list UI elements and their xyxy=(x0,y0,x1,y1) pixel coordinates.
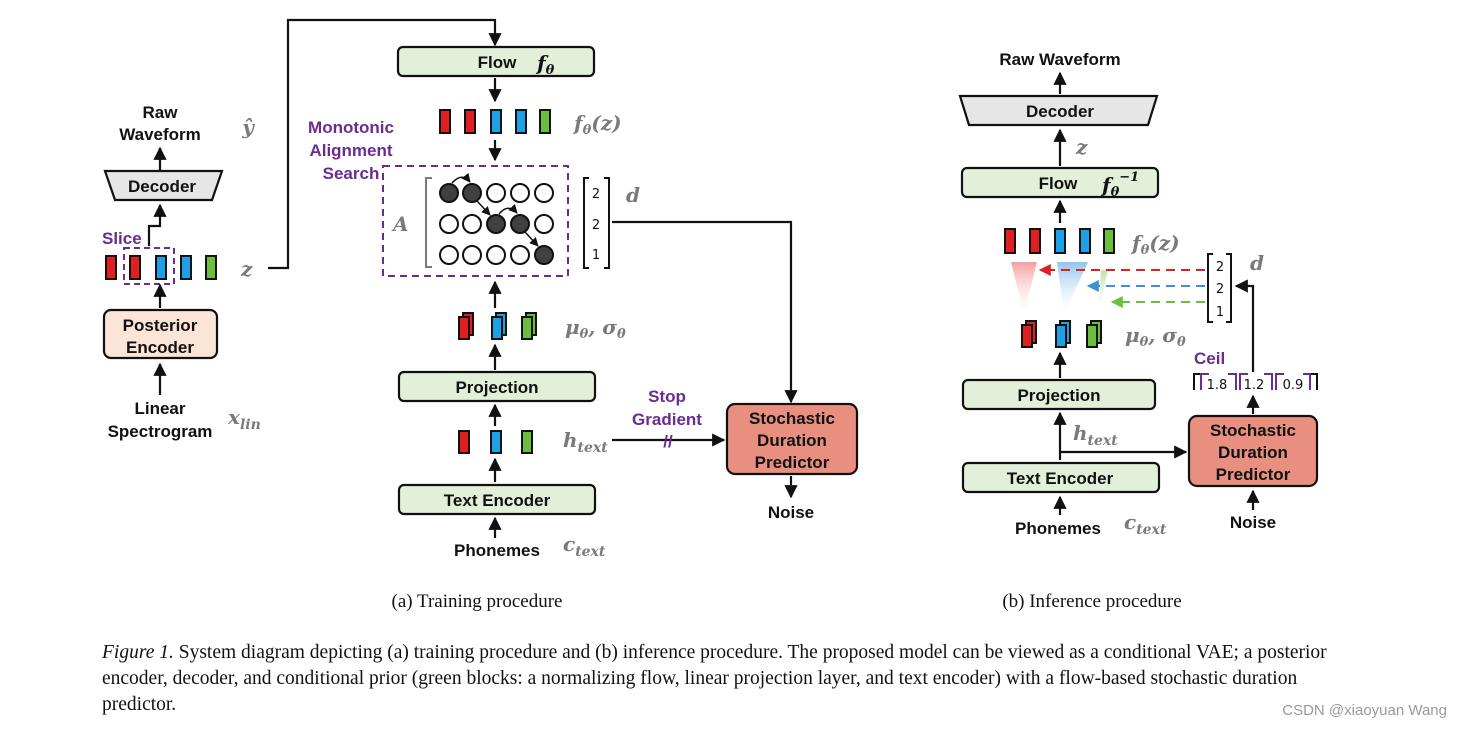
inference-projection-block: Projection xyxy=(961,378,1157,411)
training-decoder-block: Decoder xyxy=(103,169,224,202)
training-raw-waveform-label-line2: Waveform xyxy=(119,125,201,144)
ceil-value-1: 1.8 xyxy=(1207,378,1228,393)
training-text-encoder-label: Text Encoder xyxy=(444,491,551,510)
slice-window xyxy=(123,247,175,285)
inference-h-text: htext xyxy=(1073,421,1118,449)
inference-text-encoder-label: Text Encoder xyxy=(1007,469,1114,488)
figure-caption-text: System diagram depicting (a) training pr… xyxy=(102,642,1327,715)
inference-flow-label: Flow xyxy=(1039,174,1078,193)
slice-label: Slice xyxy=(102,229,142,248)
training-projection-block: Projection xyxy=(397,370,597,403)
training-duration-1: 2 xyxy=(592,187,600,202)
expansion-cones xyxy=(1011,262,1108,314)
training-duration-2: 2 xyxy=(592,218,600,233)
training-mu-sigma: μθ, σθ xyxy=(565,315,626,342)
stop-gradient-line1: Stop xyxy=(648,387,686,406)
training-sdp-block: Stochastic Duration Predictor xyxy=(725,402,859,476)
training-c-text: ctext xyxy=(563,532,606,560)
training-text-hidden-bars xyxy=(458,430,533,454)
inference-duration-vector: 2 2 1 xyxy=(1207,253,1232,323)
vits-system-diagram: Raw Waveform ŷ Decoder Slice z Posterior xyxy=(102,18,1319,612)
training-sdp-line1: Stochastic xyxy=(749,409,835,428)
inference-mu-sigma: μθ, σθ xyxy=(1125,323,1186,350)
inference-latent-bars xyxy=(1004,228,1115,254)
training-flow-block: Flow fθ xyxy=(396,45,596,78)
mas-label-line1: Monotonic xyxy=(308,118,394,137)
inference-caption: (b) Inference procedure xyxy=(1002,591,1181,612)
mas-label-line2: Alignment xyxy=(309,141,392,160)
posterior-encoder-block: Posterior Encoder xyxy=(102,308,219,360)
training-h-text: htext xyxy=(563,428,608,456)
training-z-label: z xyxy=(240,257,253,281)
training-decoder-label: Decoder xyxy=(128,177,196,196)
alignment-matrix xyxy=(439,172,554,265)
inference-sdp-line1: Stochastic xyxy=(1210,421,1296,440)
training-projection-label: Projection xyxy=(455,378,538,397)
inference-sdp-block: Stochastic Duration Predictor xyxy=(1187,414,1319,488)
training-flow-label: Flow xyxy=(478,53,517,72)
inference-flow-block: Flow fθ−1 xyxy=(960,166,1160,200)
inference-raw-waveform-label: Raw Waveform xyxy=(999,50,1120,69)
training-y-hat: ŷ xyxy=(241,115,255,139)
training-duration-3: 1 xyxy=(592,248,600,263)
mas-box xyxy=(382,165,569,277)
training-noise-label: Noise xyxy=(768,503,814,522)
inference-duration-3: 1 xyxy=(1216,305,1224,320)
inference-duration-2: 2 xyxy=(1216,282,1224,297)
ceil-label: Ceil xyxy=(1194,349,1225,368)
stop-gradient-mark: // xyxy=(663,432,673,451)
posterior-encoder-line2: Encoder xyxy=(126,338,194,357)
inference-duration-1: 2 xyxy=(1216,260,1224,275)
training-phonemes-label: Phonemes xyxy=(454,541,540,560)
ceil-value-2: 1.2 xyxy=(1244,378,1265,393)
training-f-theta-z: fθ(z) xyxy=(572,111,622,138)
training-d-label: d xyxy=(626,183,640,207)
training-f-theta: fθ xyxy=(535,51,555,78)
inference-decoder-label: Decoder xyxy=(1026,102,1094,121)
training-latent-bars xyxy=(105,255,217,280)
posterior-encoder-line1: Posterior xyxy=(123,316,198,335)
alignment-A-label: A xyxy=(391,212,409,236)
training-prior-stats-bars xyxy=(458,312,537,340)
inference-decoder-block: Decoder xyxy=(958,94,1159,127)
inference-diagram: Raw Waveform Decoder z Flow fθ−1 fθ(z) xyxy=(958,50,1319,612)
x-lin-symbol: xlin xyxy=(227,405,261,433)
mas-label-line3: Search xyxy=(323,164,380,183)
training-sdp-line2: Duration xyxy=(757,431,827,450)
inference-c-text: ctext xyxy=(1124,510,1167,538)
training-flow-output-bars xyxy=(439,109,551,134)
inference-f-inverse: fθ−1 xyxy=(1100,170,1139,200)
figure-caption: Figure 1. System diagram depicting (a) t… xyxy=(102,640,1332,718)
inference-text-encoder-block: Text Encoder xyxy=(961,461,1161,494)
inference-projection-label: Projection xyxy=(1017,386,1100,405)
ceil-values: 1.8 1.2 0.9 xyxy=(1193,373,1318,393)
training-raw-waveform-label-line1: Raw xyxy=(143,103,179,122)
training-diagram: Raw Waveform ŷ Decoder Slice z Posterior xyxy=(102,18,859,612)
linear-spectrogram-line1: Linear xyxy=(134,399,185,418)
inference-sdp-line3: Predictor xyxy=(1216,465,1291,484)
inference-prior-stats-bars xyxy=(1021,320,1102,348)
linear-spectrogram-line2: Spectrogram xyxy=(108,422,213,441)
inference-phonemes-label: Phonemes xyxy=(1015,519,1101,538)
training-duration-vector: 2 2 1 xyxy=(583,177,610,269)
stop-gradient-line2: Gradient xyxy=(632,410,702,429)
training-text-encoder-block: Text Encoder xyxy=(397,483,597,516)
watermark: CSDN @xiaoyuan Wang xyxy=(1282,702,1447,719)
training-caption: (a) Training procedure xyxy=(392,591,563,612)
figure-caption-label: Figure 1. xyxy=(102,642,174,663)
inference-d-label: d xyxy=(1250,251,1264,275)
ceil-value-3: 0.9 xyxy=(1283,378,1304,393)
training-sdp-line3: Predictor xyxy=(755,453,830,472)
inference-z-label: z xyxy=(1075,135,1088,159)
inference-f-theta-z: fθ(z) xyxy=(1130,231,1180,258)
inference-sdp-line2: Duration xyxy=(1218,443,1288,462)
inference-noise-label: Noise xyxy=(1230,513,1276,532)
